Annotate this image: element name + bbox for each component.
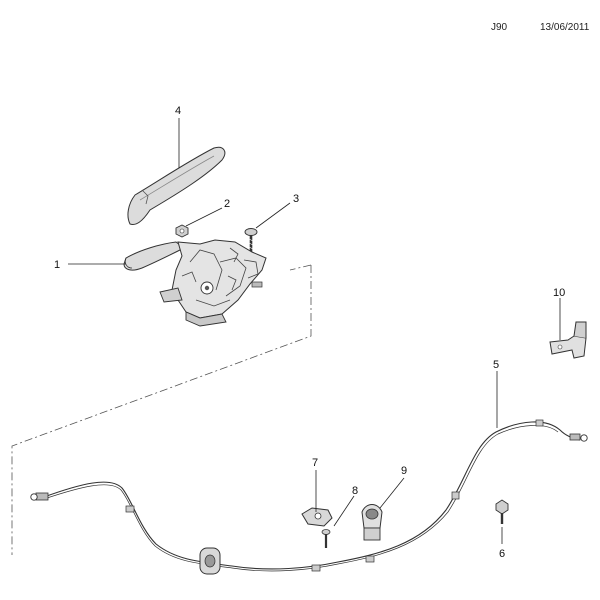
part-3-bolt: [244, 228, 258, 252]
part-9-clamp: [361, 504, 383, 541]
part-6-bolt: [495, 499, 509, 524]
part-5-cable: [30, 419, 588, 575]
assembly-boundary: [11, 264, 312, 555]
part-10-bracket: [549, 321, 587, 359]
callout-2: 2: [224, 198, 230, 210]
callout-9: 9: [401, 465, 407, 477]
part-4-grip-cover: [127, 146, 226, 225]
callout-8: 8: [352, 485, 358, 497]
callout-7: 7: [312, 457, 318, 469]
callout-6: 6: [499, 548, 505, 560]
callout-10: 10: [553, 287, 565, 299]
leader-lines: [68, 118, 561, 544]
callout-3: 3: [293, 193, 299, 205]
part-8-screw: [321, 529, 331, 548]
part-7-clip: [301, 507, 333, 527]
callout-1: 1: [54, 259, 60, 271]
part-2-nut: [175, 224, 189, 238]
diagram-date: 13/06/2011: [540, 22, 590, 33]
diagram-code: J90: [491, 22, 508, 33]
callout-5: 5: [493, 359, 499, 371]
callout-4: 4: [175, 105, 181, 117]
part-1-lever-assembly: [123, 239, 267, 327]
